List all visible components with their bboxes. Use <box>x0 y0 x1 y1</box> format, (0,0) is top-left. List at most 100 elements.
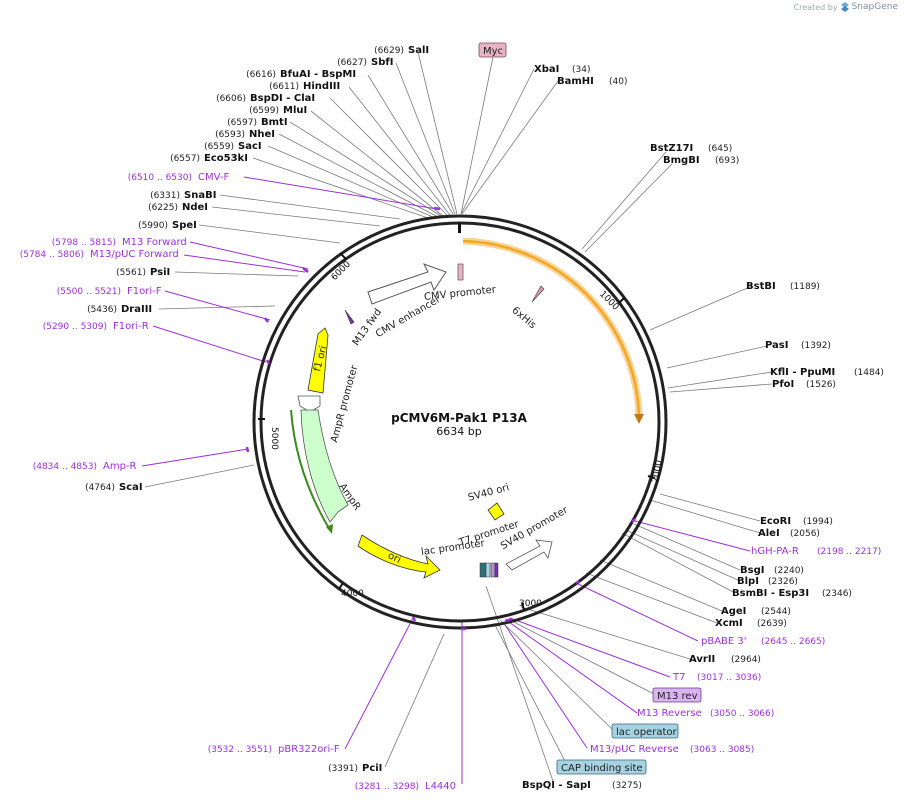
primer-name: pBABE 3' <box>701 636 747 647</box>
site-pos: (3391) <box>328 764 358 774</box>
ampr-strand-line <box>290 409 331 531</box>
site-name: SpeI <box>172 220 197 231</box>
m13-rev-marker <box>490 562 496 578</box>
primer-name: F1ori-R <box>113 321 149 332</box>
site-name: AgeI <box>721 606 746 617</box>
site-pos: (6611) <box>269 82 299 92</box>
primer-name: M13/pUC Forward <box>90 249 179 260</box>
f1-ori-arrow <box>307 327 329 394</box>
site-name: BlpI <box>737 576 759 587</box>
site-name: MluI <box>283 105 307 116</box>
site-name: AleI <box>758 528 780 539</box>
primer-range: (5798 .. 5815) <box>52 238 116 248</box>
site-name: PfoI <box>772 379 794 390</box>
m13-rev-label: M13 rev <box>657 691 698 702</box>
ampr-promoter-label: AmpR promoter <box>329 363 360 443</box>
6xhis-label: 6xHis <box>510 305 538 331</box>
cap-binding-site-label: CAP binding site <box>561 763 643 774</box>
primer-name: Amp-R <box>103 461 137 472</box>
primer-name: M13/pUC Reverse <box>590 744 679 755</box>
site-name: SacI <box>238 141 262 152</box>
snapgene-logo-icon <box>840 2 849 12</box>
6xhis-marker <box>531 285 545 303</box>
ori-arrow <box>357 534 441 579</box>
site-name: SalI <box>408 45 429 56</box>
site-name: SbfI <box>371 57 393 68</box>
site-pos: (2326) <box>768 577 798 587</box>
insert-feature-arrow <box>462 239 641 417</box>
primer-range: (4834 .. 4853) <box>33 462 97 472</box>
left-sites: (6629) SalI (6627) SbfI (6616) BfuAI - B… <box>85 45 429 774</box>
site-name: BstZ17I <box>650 143 693 154</box>
primer-name: CMV-F <box>198 172 229 183</box>
tick-4000: 4000 <box>341 589 364 599</box>
cmv-promoter-arrow <box>367 263 447 305</box>
site-name: NheI <box>249 129 275 140</box>
site-pos: (6331) <box>150 191 180 201</box>
site-name: PciI <box>362 763 382 774</box>
site-pos: (6606) <box>216 94 246 104</box>
site-pos: (1994) <box>803 517 833 527</box>
feature-leader-lines <box>460 56 655 768</box>
insert-arrowhead <box>634 414 644 424</box>
plasmid-length: 6634 bp <box>436 425 481 438</box>
site-pos: (34) <box>572 65 590 75</box>
site-pos: (2544) <box>761 607 791 617</box>
site-pos: (6627) <box>337 58 367 68</box>
site-name: HindIII <box>303 81 340 92</box>
boxed-features: Myc M13 rev lac operator CAP binding sit… <box>478 42 702 775</box>
primer-range: (3050 .. 3066) <box>710 709 774 719</box>
site-name: DraIII <box>121 304 152 315</box>
site-pos: (2346) <box>822 589 852 599</box>
myc-box <box>478 42 507 58</box>
primer-leader-lines <box>141 176 751 784</box>
site-name: BamHI <box>557 76 594 87</box>
plasmid-name: pCMV6M-Pak1 P13A <box>391 411 527 425</box>
site-name: BfuAI - BspMI <box>280 69 356 80</box>
site-pos: (6593) <box>215 130 245 140</box>
site-name: BmgBI <box>663 155 700 166</box>
site-pos: (6629) <box>374 46 404 56</box>
site-pos: (6225) <box>148 203 178 213</box>
tick-5000: 5000 <box>269 427 279 450</box>
site-pos: (1526) <box>806 380 836 390</box>
site-pos: (2964) <box>731 655 761 665</box>
right-sites: XbaI (34) BamHI (40) BstZ17I (645) BmgBI… <box>522 64 884 791</box>
site-pos: (3275) <box>612 781 642 791</box>
primer-name: M13 Forward <box>122 237 187 248</box>
primer-name: hGH-PA-R <box>751 546 799 557</box>
primer-name: pBR322ori-F <box>278 744 340 755</box>
site-pos: (2240) <box>774 566 804 576</box>
site-pos: (6557) <box>170 154 200 164</box>
site-name: NdeI <box>182 202 208 213</box>
lac-operator-marker <box>485 562 491 578</box>
lac-operator-label: lac operator <box>616 727 677 738</box>
site-name: EcoRI <box>760 516 791 527</box>
site-name: BspQI - SapI <box>522 780 591 791</box>
orf-start-marker <box>458 223 461 233</box>
cmv-enhancer-label: CMV enhancer <box>374 294 443 340</box>
primer-range: (5500 .. 5521) <box>57 287 121 297</box>
primer-range: (5290 .. 5309) <box>43 322 107 332</box>
primer-range: (5784 .. 5806) <box>20 250 84 260</box>
site-name: PasI <box>765 340 788 351</box>
m13-rev-box <box>652 687 702 703</box>
site-pos: (2056) <box>790 529 820 539</box>
lac-promoter-label: lac promoter <box>420 538 486 558</box>
snapgene-brand-text: SnapGene <box>851 2 898 12</box>
primer-labels: (6510 .. 6530) CMV-F (5798 .. 5815) M13 … <box>20 172 882 792</box>
primer-range: (2198 .. 2217) <box>817 547 881 557</box>
site-name: XcmI <box>715 618 743 629</box>
primer-name: M13 Reverse <box>637 708 702 719</box>
site-pos: (1189) <box>790 282 820 292</box>
site-name: BsgI <box>740 565 764 576</box>
primer-name: T7 <box>672 672 685 683</box>
site-pos: (2639) <box>757 619 787 629</box>
ampr-strand-arrowhead <box>326 524 333 534</box>
primer-name: F1ori-F <box>127 286 162 297</box>
m13-fwd-marker <box>344 309 355 325</box>
backbone-outer-ring <box>252 214 668 630</box>
site-pos: (40) <box>609 77 627 87</box>
site-name: Eco53kI <box>204 153 248 164</box>
site-pos: (1392) <box>801 341 831 351</box>
